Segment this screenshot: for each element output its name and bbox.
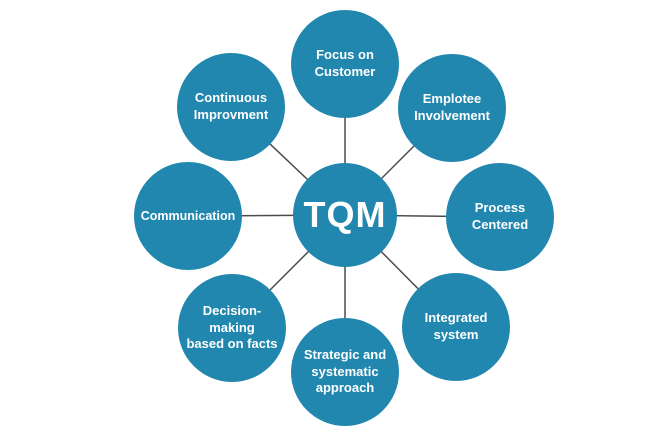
node-employee-involvement: Emplotee Involvement [398, 54, 506, 162]
node-label: Emplotee Involvement [414, 91, 490, 123]
node-label: Continuous Improvment [193, 90, 269, 122]
node-tqm-center: TQM [293, 163, 397, 267]
node-decision-making-facts: Decision-making based on facts [178, 274, 286, 382]
node-label: Focus on Customer [314, 47, 376, 79]
node-label: Communication [140, 208, 236, 223]
center-label: TQM [303, 193, 387, 235]
node-integrated-system: Integrated system [402, 273, 510, 381]
node-label: Process Centered [471, 200, 529, 232]
node-strategic-systematic: Strategic and systematic approach [291, 318, 399, 426]
node-focus-on-customer: Focus on Customer [291, 10, 399, 118]
node-communication: Communication [134, 162, 242, 270]
node-continuous-improvement: Continuous Improvment [177, 53, 285, 161]
node-label: Integrated system [424, 310, 488, 342]
node-label: Decision-making based on facts [186, 302, 278, 352]
node-label: Strategic and systematic approach [303, 346, 387, 396]
node-process-centered: Process Centered [446, 163, 554, 271]
